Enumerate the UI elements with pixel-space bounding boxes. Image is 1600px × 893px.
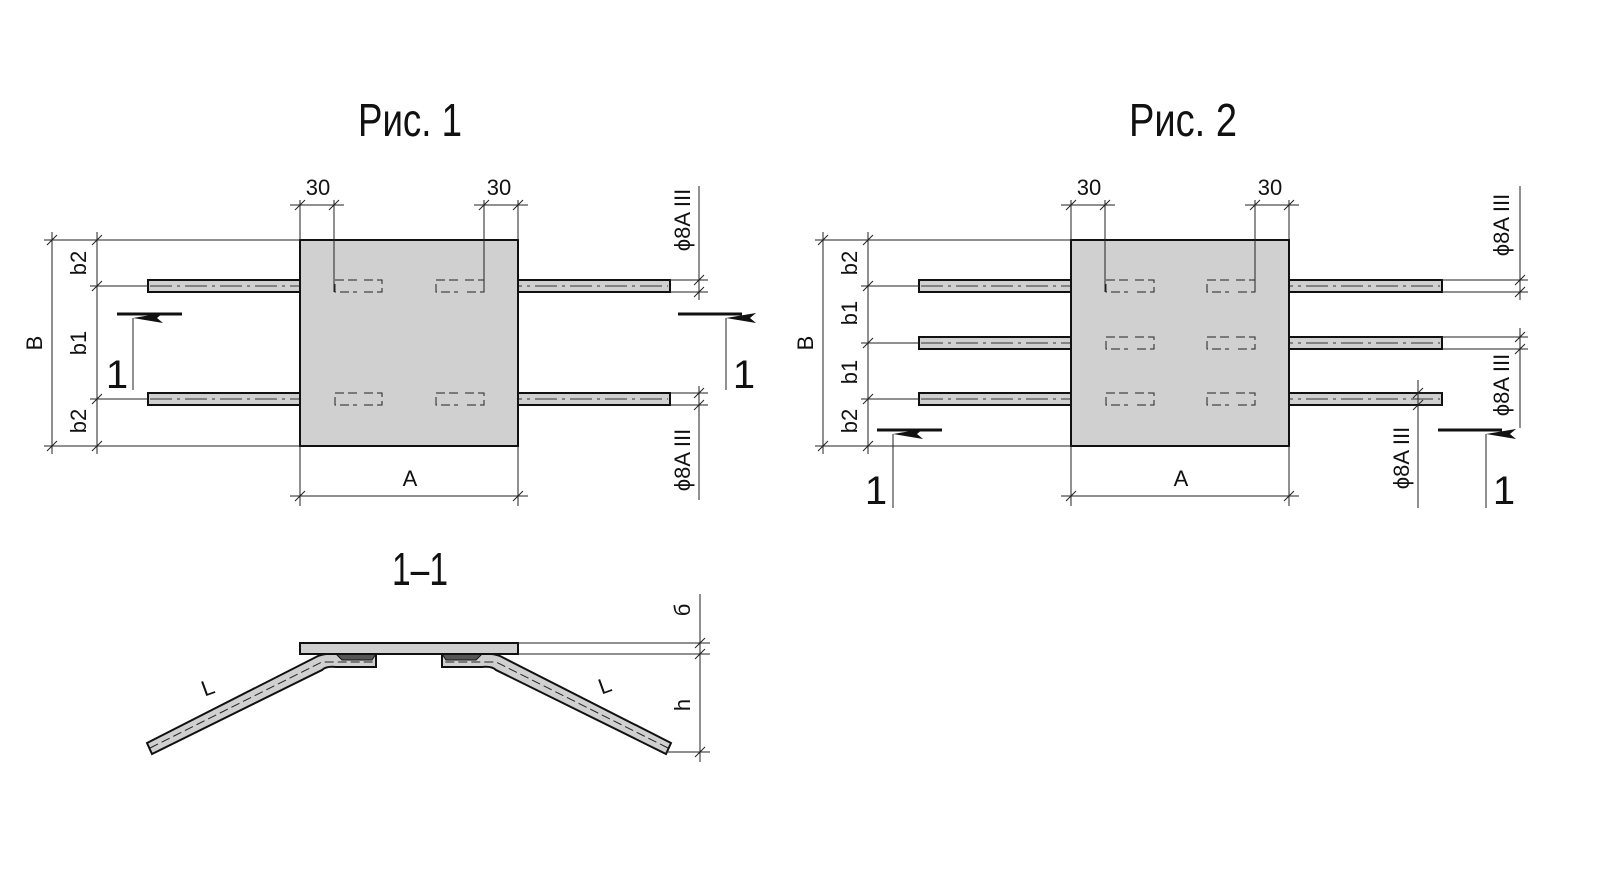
section-marker-left: 1: [106, 312, 182, 397]
length-label-left: L: [198, 674, 218, 702]
rebar-label-bottom: ϕ8A III: [670, 429, 695, 491]
rebar-label-top: ϕ8A III: [1489, 194, 1514, 256]
dimension-lines: [518, 594, 710, 762]
dim-30-left: 30: [306, 175, 330, 200]
hidden-rod-ends: [1105, 279, 1256, 406]
figure-2: Рис. 2: [793, 94, 1528, 513]
section-1-1: 1–1 б h L L: [145, 543, 710, 762]
section-title: 1–1: [392, 543, 448, 595]
section-marker-right: 1: [1438, 428, 1516, 513]
rebar-label-bottom: ϕ8A III: [1389, 427, 1414, 489]
embedded-plate-section: [299, 642, 519, 655]
embedded-plate: [299, 239, 519, 447]
section-marker-right: 1: [678, 312, 756, 397]
bent-rebars: [145, 652, 673, 756]
hidden-rod-ends: [334, 279, 485, 406]
rebar-rods: [918, 279, 1443, 406]
dim-h: h: [670, 699, 695, 711]
dim-A: A: [1174, 466, 1189, 491]
dim-30-right: 30: [1258, 175, 1282, 200]
dim-b2-top: b2: [837, 251, 862, 275]
dim-B: B: [793, 336, 818, 351]
section-label-right: 1: [1493, 469, 1515, 513]
dimension-lines: [44, 186, 708, 506]
dim-b2-top: b2: [66, 251, 91, 275]
section-label-left: 1: [865, 469, 887, 513]
dim-30-left: 30: [1077, 175, 1101, 200]
dim-b2-bottom: b2: [66, 409, 91, 433]
figure-1-title: Рис. 1: [358, 94, 462, 146]
dim-30-right: 30: [487, 175, 511, 200]
section-label-right: 1: [733, 353, 755, 397]
dim-b1-lower: b1: [837, 360, 862, 384]
dim-A: A: [403, 466, 418, 491]
section-marker-left: 1: [865, 428, 942, 513]
figure-1: Рис. 1: [22, 94, 756, 506]
rebar-label-middle: ϕ8A III: [1489, 354, 1514, 416]
rebar-label-top: ϕ8A III: [670, 189, 695, 251]
dim-b1-upper: b1: [837, 301, 862, 325]
length-label-right: L: [595, 672, 615, 700]
dim-thickness: б: [670, 604, 695, 617]
section-label-left: 1: [106, 353, 128, 397]
dim-b2-bottom: b2: [837, 409, 862, 433]
dim-B: B: [22, 336, 47, 351]
figure-2-title: Рис. 2: [1129, 94, 1237, 146]
dim-b1: b1: [66, 331, 91, 355]
dimension-lines: [815, 186, 1528, 508]
embedded-plate: [1070, 239, 1290, 447]
